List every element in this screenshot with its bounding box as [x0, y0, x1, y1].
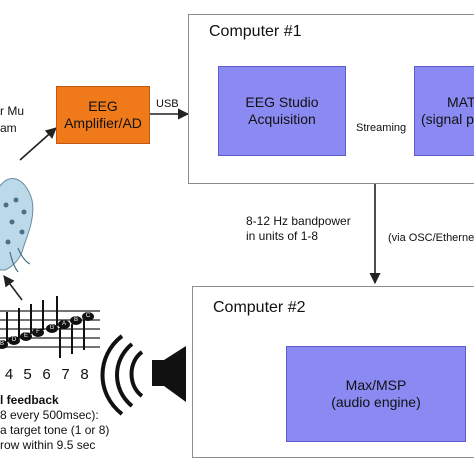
computer-2-title: Computer #2	[213, 299, 306, 316]
bandpower-line-1: 8-12 Hz bandpower	[246, 214, 351, 228]
amplifier-line-2: Amplifier/AD	[64, 115, 142, 131]
note-head-label: E	[20, 332, 32, 341]
note-head-label: F	[32, 328, 44, 337]
eeg-studio-line-1: EEG Studio	[245, 94, 319, 110]
subject-label-line-1: r Mu	[0, 104, 24, 118]
speaker-icon	[100, 334, 186, 416]
matlab-line-2: (signal pr	[421, 111, 474, 127]
note-head-label: B	[0, 340, 8, 349]
eeg-studio-line-2: Acquisition	[248, 111, 316, 127]
feedback-to-head-arrow	[3, 275, 23, 301]
maxmsp-line-1: Max/MSP	[345, 377, 407, 393]
tone-number: 4	[4, 366, 14, 383]
feedback-line-4: row within 9.5 sec	[0, 438, 96, 452]
subject-label-line-2: am	[0, 121, 17, 135]
computer-1-title: Computer #1	[209, 23, 302, 40]
streaming-label: Streaming	[356, 122, 407, 134]
maxmsp-line-2: (audio engine)	[331, 394, 421, 410]
bandpower-line-2: in units of 1-8	[246, 229, 319, 243]
tone-number: 8	[80, 366, 89, 383]
maxmsp-box: Max/MSP (audio engine)	[286, 346, 466, 442]
osc-label: (via OSC/Etherne	[388, 232, 474, 244]
bandpower-label: 8-12 Hz bandpower in units of 1-8	[246, 214, 351, 244]
note-head-label: C	[82, 312, 94, 321]
note-head-label: B	[70, 316, 82, 325]
matlab-box: MAT (signal pr	[414, 66, 474, 156]
eeg-cap-head-icon	[0, 178, 34, 273]
note-head-label: A	[58, 320, 70, 329]
tone-number: 7	[61, 366, 70, 383]
note-head-label: G	[46, 324, 58, 333]
matlab-line-1: MAT	[447, 94, 474, 110]
head-to-amplifier-arrow	[19, 127, 57, 161]
amplifier-line-1: EEG	[88, 98, 118, 114]
eeg-amplifier-box: EEG Amplifier/AD	[56, 86, 150, 144]
usb-label: USB	[156, 98, 179, 110]
eeg-studio-box: EEG Studio Acquisition	[218, 66, 346, 156]
feedback-line-2: 8 every 500msec):	[0, 408, 99, 422]
feedback-line-3: a target tone (1 or 8)	[0, 423, 110, 437]
feedback-line-1: l feedback	[0, 393, 59, 407]
tone-numbers: 4 5 6 7 8	[0, 366, 94, 383]
tone-number: 6	[42, 366, 51, 383]
note-head-label: D	[8, 336, 20, 345]
feedback-description: l feedback 8 every 500msec): a target to…	[0, 393, 109, 453]
tone-number: 5	[23, 366, 32, 383]
